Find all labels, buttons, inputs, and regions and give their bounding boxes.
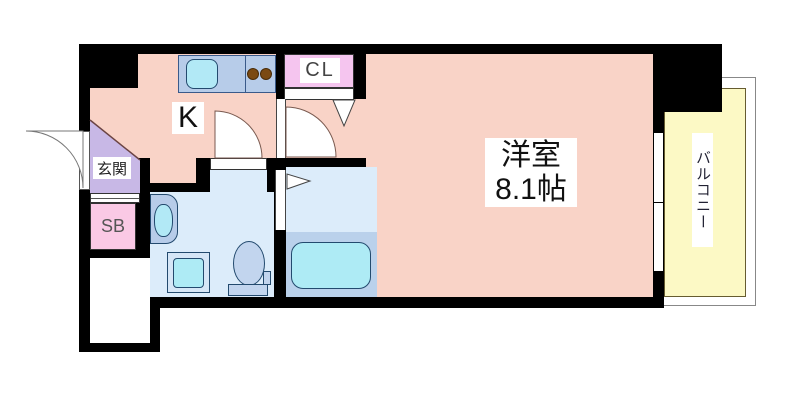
kitchen-door-swing-icon [214, 110, 263, 159]
bathtub [291, 242, 371, 289]
closet-label: CL [305, 59, 335, 81]
closet-door-direction-icon [332, 99, 356, 128]
entrance-hall-diagonal [89, 119, 141, 161]
pipe-space [90, 258, 150, 343]
kitchen-label: K [177, 101, 198, 134]
kitchen-floor-lower [150, 158, 196, 183]
bath-door-opening [275, 170, 286, 230]
entrance-door-swing-icon [25, 130, 84, 189]
toilet-bowl-icon [233, 241, 265, 286]
room-door-swing-icon [285, 106, 337, 158]
stove-burner-icon [260, 68, 272, 80]
entrance-label-box: 玄関 [93, 157, 131, 179]
wall-block-top-left [79, 44, 138, 88]
entrance-step-line [91, 198, 139, 199]
washing-machine-icon [173, 258, 204, 288]
wall-block-top-right [653, 44, 722, 112]
washroom-floor-doorway [210, 170, 267, 192]
toilet-tank-icon [228, 284, 268, 296]
entrance-label: 玄関 [96, 160, 127, 178]
shoe-box: SB [90, 203, 136, 250]
shoe-box-label: SB [100, 216, 125, 236]
balcony-window-tick [653, 202, 664, 203]
balcony-label: バルコニー [694, 150, 711, 230]
stove-burner-icon [247, 68, 259, 80]
kitchen-sink-icon [186, 59, 218, 89]
balcony-label-box: バルコニー [692, 133, 713, 247]
western-room-label-box: 洋室 8.1帖 [485, 138, 577, 207]
western-room-name: 洋室 [501, 138, 561, 172]
wash-basin-bowl-icon [154, 204, 173, 237]
kitchen-counter-divider [245, 55, 246, 93]
western-room-size: 8.1帖 [495, 172, 567, 206]
closet-door [284, 88, 354, 100]
bath-door-direction-icon [286, 173, 312, 190]
kitchen-label-box: K [172, 101, 204, 134]
closet-label-box: CL [300, 58, 340, 83]
entrance-step [90, 193, 140, 203]
toilet-handle-icon [263, 271, 271, 285]
